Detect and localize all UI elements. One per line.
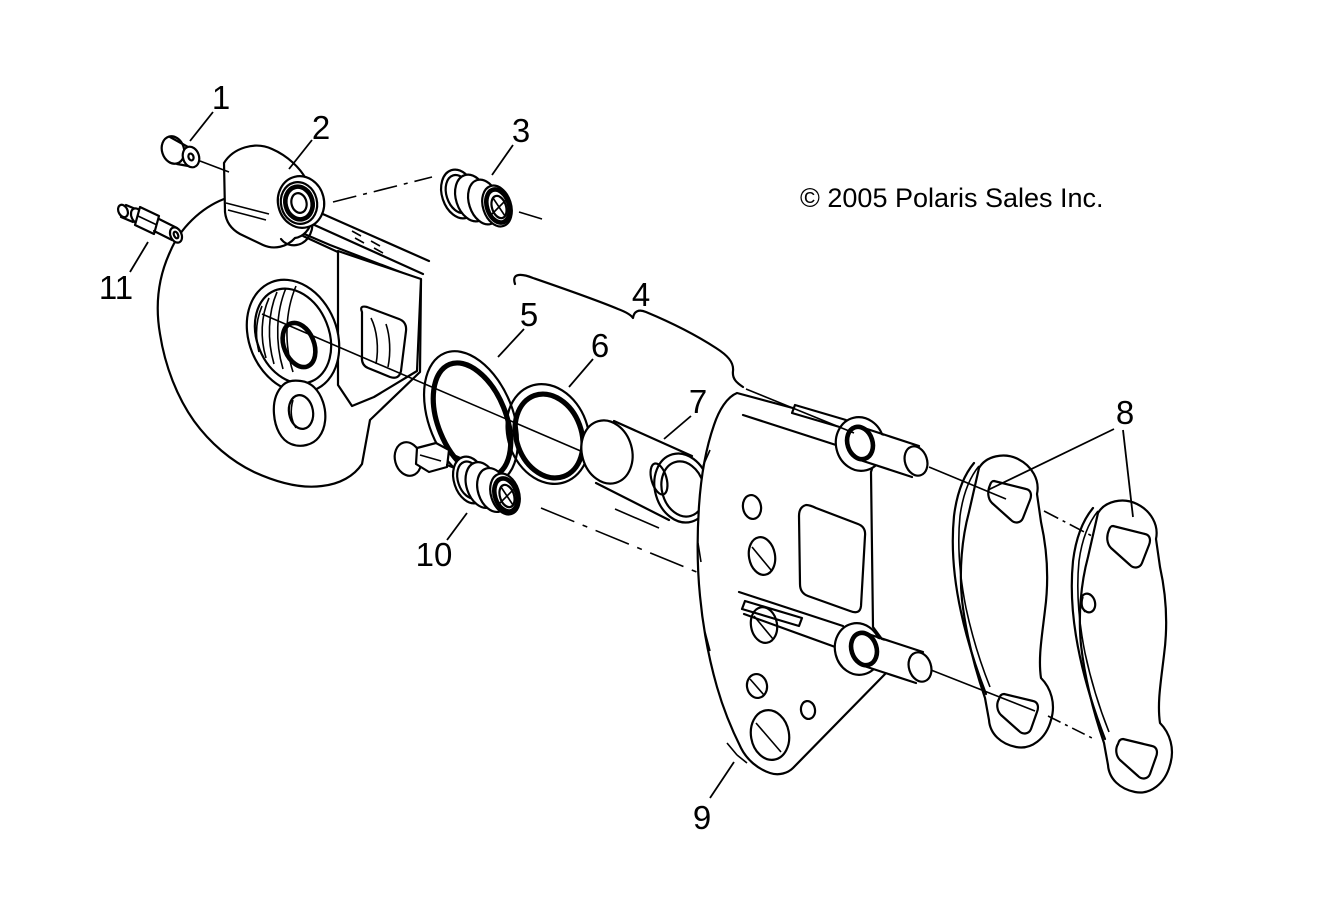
- pad-wear-indicator-hole: [1079, 592, 1097, 614]
- part-4-group-brace: [513, 273, 745, 389]
- part-label-4: 4: [632, 276, 650, 313]
- brake-pad: [951, 454, 1055, 749]
- part-label-10: 10: [416, 536, 453, 573]
- part-label-6: 6: [591, 327, 609, 364]
- part-9-mounting-bracket: [696, 391, 933, 776]
- part-1-cap-plug: [160, 135, 230, 173]
- leader-line-8b: [1122, 429, 1134, 518]
- leader-line-8a: [987, 428, 1115, 491]
- leader-line-10: [446, 512, 468, 541]
- part-number-labels: 1 2 3 4 5 6 7 8 9 10 11: [99, 79, 1134, 836]
- leader-line-2: [288, 139, 313, 170]
- part-label-5: 5: [520, 296, 538, 333]
- part-label-3: 3: [512, 112, 530, 149]
- part-label-7: 7: [689, 383, 707, 420]
- leader-line-1: [189, 111, 214, 142]
- part-11-bleeder-screw: [116, 203, 184, 244]
- part-8-brake-pads: [951, 454, 1174, 794]
- part-3-dust-boot-upper: [439, 168, 513, 228]
- part-label-11: 11: [99, 269, 133, 306]
- leader-line-9: [709, 761, 735, 799]
- part-label-8: 8: [1116, 394, 1134, 431]
- part-label-1: 1: [212, 79, 230, 116]
- part-2-caliper-body: [156, 144, 431, 488]
- upper-pin-axis-dashdot: [332, 176, 433, 203]
- part-6-o-ring-small: [505, 383, 591, 485]
- axis-dash-segment: [614, 508, 660, 529]
- part-label-9: 9: [693, 799, 711, 836]
- leader-lines: [129, 111, 1134, 799]
- leader-line-7: [663, 415, 692, 440]
- upper-pin-axis-stub: [518, 211, 543, 220]
- copyright-text: © 2005 Polaris Sales Inc.: [800, 183, 1104, 213]
- part-7-piston: [580, 419, 711, 524]
- part-label-2: 2: [312, 109, 330, 146]
- leader-line-6: [568, 358, 594, 388]
- leader-line-3: [491, 144, 514, 176]
- lower-guide-pin: [848, 630, 933, 685]
- part-10-dust-boot-lower: [393, 441, 521, 516]
- leader-line-11: [129, 241, 149, 273]
- leader-line-5: [497, 328, 525, 358]
- assembly-centerlines: [745, 388, 1097, 741]
- piston-axis-centerline: [261, 313, 584, 453]
- upper-guide-pin: [844, 424, 929, 479]
- lower-pin-axis-dashed: [540, 507, 705, 576]
